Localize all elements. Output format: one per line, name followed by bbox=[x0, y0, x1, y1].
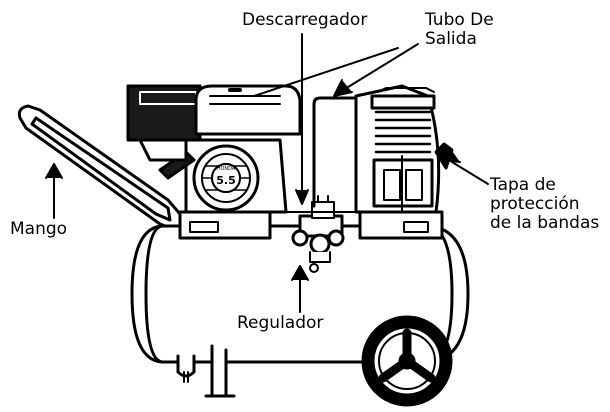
leader-lines bbox=[45, 33, 489, 313]
engine-brand-text: HONDA bbox=[217, 166, 236, 172]
pump-base bbox=[358, 210, 444, 240]
label-tubo-de-salida: Tubo De Salida bbox=[425, 11, 494, 49]
label-descarregador: Descarregador bbox=[242, 10, 368, 30]
outlet-tube bbox=[312, 96, 374, 208]
engine-badge: HONDA 5.5 bbox=[211, 163, 241, 193]
label-tubo-line-2: Salida bbox=[425, 29, 477, 49]
regulator-assembly bbox=[291, 195, 345, 273]
label-regulador: Regulador bbox=[237, 313, 324, 333]
tank-legs bbox=[176, 344, 236, 398]
engine-base bbox=[178, 210, 272, 240]
label-tapa-line-2: protección bbox=[490, 194, 580, 214]
label-tapa-line-1: Tapa de bbox=[490, 175, 556, 195]
wheel bbox=[361, 315, 453, 407]
engine-power-text: 5.5 bbox=[216, 174, 236, 187]
label-tapa-line-3: de la bandas bbox=[490, 213, 600, 233]
label-tapa-de-proteccion: Tapa de protección de la bandas bbox=[490, 176, 599, 233]
label-tubo-line-1: Tubo De bbox=[425, 10, 494, 30]
label-mango: Mango bbox=[10, 219, 68, 239]
compressor-pump bbox=[370, 87, 436, 213]
